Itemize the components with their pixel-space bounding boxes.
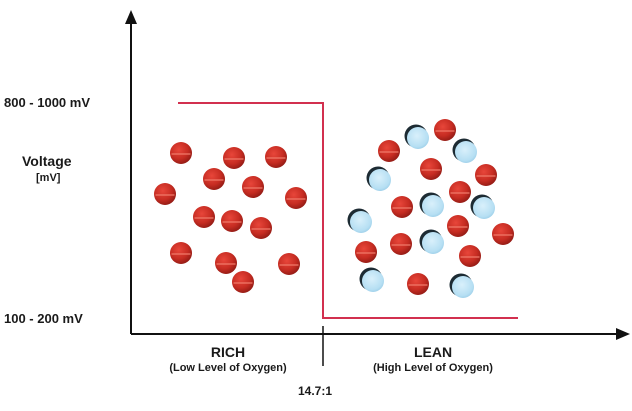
fuel-particle: [215, 252, 237, 274]
fuel-particle: [242, 176, 264, 198]
fuel-particle: [475, 164, 497, 186]
fuel-particle: [265, 146, 287, 168]
fuel-particle: [193, 206, 215, 228]
x-axis-arrow: [616, 328, 630, 340]
fuel-particle: [492, 223, 514, 245]
fuel-particle: [285, 187, 307, 209]
fuel-particle: [221, 210, 243, 232]
fuel-particle: [355, 241, 377, 263]
fuel-particle: [170, 242, 192, 264]
voltage-signal-line: [178, 102, 518, 319]
fuel-particle: [378, 140, 400, 162]
lean-sublabel: (High Level of Oxygen): [373, 362, 493, 374]
fuel-particle: [154, 183, 176, 205]
y-high-label: 800 - 1000 mV: [4, 95, 91, 110]
oxygen-particle: [422, 195, 444, 217]
y-axis-title: Voltage: [22, 153, 72, 169]
particle-group: [154, 119, 514, 298]
oxygen-particle: [422, 232, 444, 254]
fuel-particle: [170, 142, 192, 164]
lean-label: LEAN: [413, 344, 453, 360]
oxygen-particle: [369, 169, 391, 191]
fuel-particle: [391, 196, 413, 218]
y-axis-arrow: [125, 10, 137, 24]
y-axis-unit: [mV]: [36, 172, 61, 184]
fuel-particle: [232, 271, 254, 293]
oxygen-particle: [407, 127, 429, 149]
fuel-particle: [250, 217, 272, 239]
fuel-particle: [203, 168, 225, 190]
fuel-particle: [459, 245, 481, 267]
oxygen-particle: [362, 270, 384, 292]
oxygen-particle: [455, 141, 477, 163]
oxygen-particle: [350, 211, 372, 233]
ratio-label: 14.7:1: [298, 384, 333, 398]
y-low-label: 100 - 200 mV: [4, 311, 83, 326]
fuel-particle: [223, 147, 245, 169]
fuel-particle: [449, 181, 471, 203]
fuel-particle: [420, 158, 442, 180]
fuel-particle: [278, 253, 300, 275]
oxygen-particle: [452, 276, 474, 298]
oxygen-particle: [473, 197, 495, 219]
fuel-particle: [447, 215, 469, 237]
fuel-particle: [390, 233, 412, 255]
fuel-particle: [407, 273, 429, 295]
fuel-particle: [434, 119, 456, 141]
rich-sublabel: (Low Level of Oxygen): [169, 362, 287, 374]
rich-label: RICH: [210, 344, 246, 360]
